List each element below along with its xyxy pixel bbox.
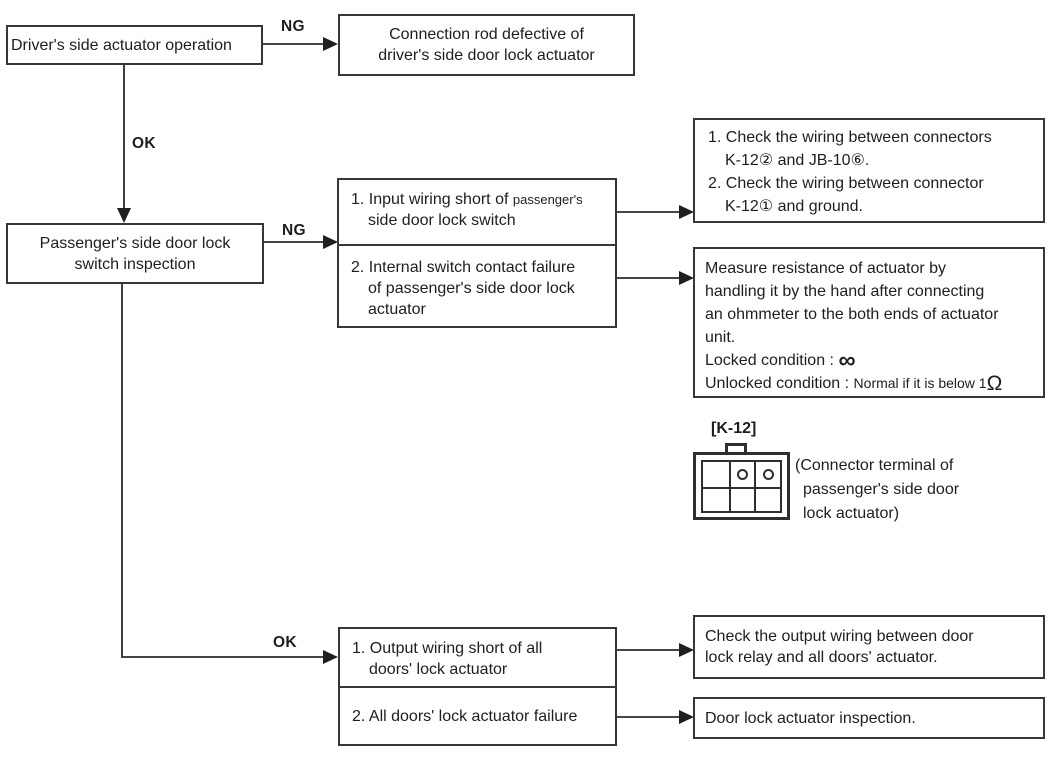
arrowhead-right-icon [679,643,694,657]
box-text: Door lock actuator inspection. [705,709,916,727]
ng-cause-item-2: 2. Internal switch contact failure of pa… [339,244,615,328]
resistance-box: Measure resistance of actuator by handli… [693,247,1045,398]
wiring-check-box: 1. Check the wiring between connectors K… [693,118,1045,223]
connector-terminal-grid [701,460,782,513]
terminal-circle-icon [736,468,748,480]
edge-label-ok-2: OK [273,634,297,651]
item-text: doors' lock actuator [369,661,508,678]
item-text: 1. Input wiring short of [351,191,509,208]
connector-cell [703,486,729,512]
infinity-symbol: ∞ [838,347,855,374]
ok-causes-box: 1. Output wiring short of all doors' loc… [338,627,617,746]
arrowhead-down-icon [117,208,131,223]
driver-operation-box: Driver's side actuator operation [6,25,263,65]
connection-rod-box: Connection rod defective of driver's sid… [338,14,635,76]
box-line: Normal if it is below 1 [853,375,987,391]
connector-cell [703,462,729,487]
box-line: lock relay and all doors' actuator. [705,649,938,666]
arrowhead-right-icon [323,37,338,51]
arrowhead-right-icon [323,235,338,249]
connector-cell [728,486,755,511]
item-text: 2. All doors' lock actuator failure [352,707,578,725]
arrowhead-right-icon [679,710,694,724]
ok-cause-item-1: 1. Output wiring short of all doors' loc… [340,629,615,686]
connector-title: [K-12] [711,420,757,437]
box-line: 2. Check the wiring between connector [708,175,984,192]
arrowhead-right-icon [323,650,338,664]
caption-line: lock actuator) [803,505,900,522]
unlocked-condition-line: Unlocked condition : Normal if it is bel… [705,372,1041,395]
arrowhead-right-icon [679,271,694,285]
item-text: of passenger's side door lock [368,280,575,297]
box-line: Check the output wiring between door [705,628,974,645]
item-text: 1. Output wiring short of all [352,640,543,657]
connector-cell [728,462,755,487]
omega-symbol: Ω [986,372,1003,395]
terminal-circle-icon [762,468,774,480]
ng-cause-item-1: 1. Input wiring short of passenger's sid… [339,180,615,244]
box-line: handling it by the hand after connecting [705,283,985,300]
box-line: Unlocked condition : [705,375,850,392]
box-line: Measure resistance of actuator by [705,260,947,277]
ng-causes-box: 1. Input wiring short of passenger's sid… [337,178,617,328]
ok-cause-item-2: 2. All doors' lock actuator failure [340,686,615,744]
box-line: switch inspection [74,255,196,273]
connector-cell [754,462,780,487]
connector-caption: (Connector terminal of passenger's side … [795,454,959,526]
edge-label-ng-2: NG [282,222,306,239]
box-line: unit. [705,329,736,346]
box-line: an ohmmeter to the both ends of actuator [705,306,999,323]
caption-line: passenger's side door [803,481,960,498]
item-text: side door lock switch [368,212,516,229]
edge-label-ng-1: NG [281,18,305,35]
item-text-small: passenger's [512,192,583,207]
locked-condition-line: Locked condition : ∞ [705,347,1041,374]
flow-line [121,284,324,658]
arrowhead-right-icon [679,205,694,219]
box-line: Locked condition : [705,352,834,369]
box-line: Connection rod defective of [389,26,584,43]
box-line: driver's side door lock actuator [378,47,595,64]
caption-line: (Connector terminal of [795,457,954,474]
item-text: actuator [368,301,426,318]
connector-diagram [693,452,790,520]
output-wiring-box: Check the output wiring between door loc… [693,615,1045,679]
box-line: K-12② and JB-10⑥. [725,152,870,169]
passenger-inspection-box: Passenger's side door lock switch inspec… [6,223,264,284]
box-text: Driver's side actuator operation [11,36,232,54]
connector-cell [754,486,780,511]
box-line: K-12① and ground. [725,198,863,215]
box-line: Passenger's side door lock [39,234,231,252]
edge-label-ok-1: OK [132,135,156,152]
box-line: 1. Check the wiring between connectors [708,129,992,146]
actuator-inspection-box: Door lock actuator inspection. [693,697,1045,739]
item-text: 2. Internal switch contact failure [351,259,576,276]
